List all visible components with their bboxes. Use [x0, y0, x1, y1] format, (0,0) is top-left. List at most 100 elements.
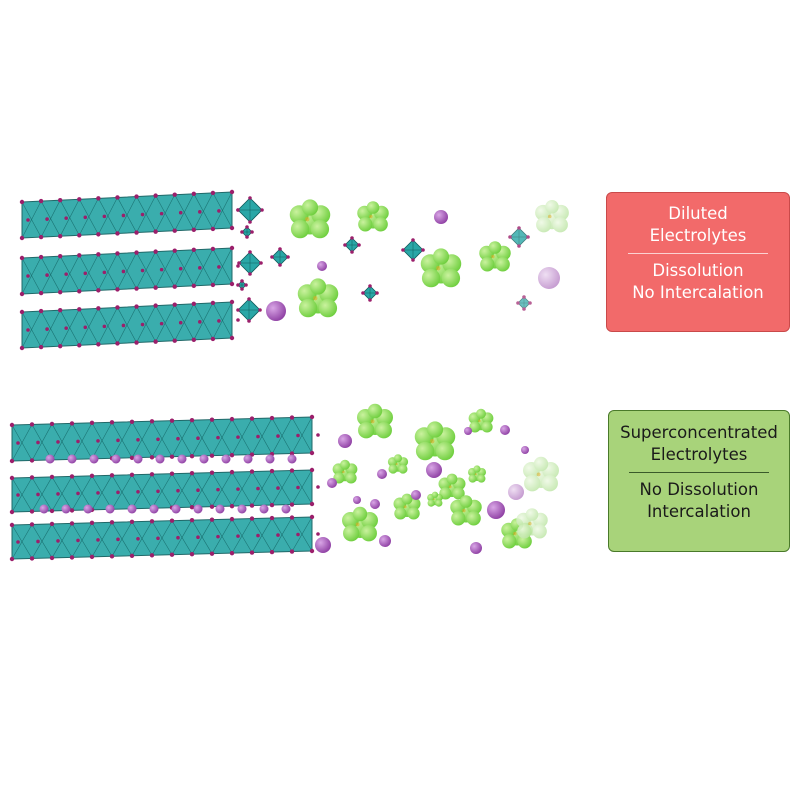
- vertex-atom: [209, 417, 215, 422]
- vertex-atom: [77, 307, 82, 312]
- vertex-atom: [316, 532, 320, 536]
- vertex-atom: [115, 195, 120, 200]
- anion-lobe: [343, 525, 360, 542]
- octahedron-edge: [117, 196, 137, 234]
- vertex-atom: [76, 491, 80, 496]
- vertex-atom: [140, 212, 145, 217]
- vertex-atom: [210, 336, 216, 342]
- vertex-atom: [149, 553, 155, 558]
- anion-lobe: [388, 464, 398, 474]
- vertex-atom: [116, 490, 120, 495]
- layer-slab: [9, 414, 320, 464]
- vertex-atom: [240, 230, 244, 234]
- vertex-atom: [236, 264, 240, 268]
- anion-lobe: [495, 257, 510, 272]
- cation-sphere: [411, 490, 421, 500]
- cation-sphere: [127, 504, 137, 514]
- octahedron-edge: [211, 418, 233, 456]
- anion-lobe: [393, 454, 403, 463]
- vertex-atom: [64, 272, 68, 276]
- vertex-atom: [169, 552, 175, 557]
- vertex-atom: [69, 508, 75, 513]
- anion-core: [370, 419, 375, 424]
- vertex-atom: [229, 299, 235, 305]
- anion-lobe: [301, 199, 319, 216]
- vertex-atom: [289, 468, 295, 473]
- vertex-atom: [508, 235, 512, 239]
- vertex-atom: [56, 492, 60, 496]
- anion-cluster: [357, 403, 393, 439]
- vertex-atom: [140, 322, 145, 327]
- octahedron-edge: [174, 249, 195, 287]
- anion-lobe: [394, 507, 407, 520]
- octahedron-fragment: [361, 284, 379, 302]
- vertex-atom: [191, 227, 197, 233]
- super-title-line2: Electrolytes: [650, 445, 748, 464]
- vertex-atom: [343, 243, 347, 247]
- octahedron-edge: [291, 516, 313, 552]
- vertex-atom: [96, 342, 101, 347]
- diluted-result-line1: Dissolution: [652, 261, 744, 280]
- super-divider: [629, 472, 769, 473]
- vertex-atom: [269, 468, 275, 474]
- octahedron-edge: [136, 251, 156, 289]
- cation-sphere: [193, 504, 203, 514]
- vertex-atom: [134, 286, 139, 291]
- cation-sphere: [353, 496, 361, 504]
- cation-sphere: [89, 454, 99, 464]
- cation-sphere: [338, 434, 352, 448]
- vertex-atom: [129, 519, 135, 524]
- anion-core: [436, 266, 441, 271]
- vertex-atom: [260, 208, 264, 212]
- vertex-atom: [29, 556, 35, 561]
- anion-cluster: [342, 506, 378, 542]
- anion-core: [430, 439, 435, 444]
- vertex-atom: [89, 473, 95, 479]
- vertex-atom: [289, 415, 295, 420]
- vertex-atom: [109, 420, 115, 425]
- anion-core: [491, 254, 495, 259]
- vertex-atom: [289, 515, 295, 520]
- anion-lobe: [477, 474, 486, 483]
- vertex-atom: [375, 291, 379, 295]
- octahedron-edge: [193, 192, 214, 230]
- octahedron-edge: [191, 419, 213, 457]
- anion-core: [474, 473, 477, 476]
- vertex-atom: [153, 249, 158, 254]
- anion-cluster: [289, 199, 331, 239]
- anion-lobe: [298, 298, 318, 318]
- octahedron-edge: [11, 524, 33, 560]
- vertex-atom: [109, 473, 115, 478]
- anion-cluster: [414, 421, 456, 461]
- vertex-atom: [57, 289, 63, 295]
- vertex-atom: [229, 281, 235, 287]
- octahedron-edge: [117, 306, 137, 344]
- vertex-atom: [528, 301, 532, 305]
- vertex-atom: [45, 273, 49, 277]
- vertex-atom: [49, 421, 55, 427]
- octahedron-fragment: [508, 226, 530, 248]
- vertex-atom: [350, 236, 354, 240]
- vertex-atom: [89, 520, 95, 526]
- octahedron-fragment: [236, 297, 262, 323]
- vertex-atom: [69, 521, 75, 526]
- vertex-atom: [136, 537, 140, 541]
- octahedron-edge: [98, 253, 118, 291]
- vertex-atom: [198, 210, 202, 214]
- vertex-atom: [77, 197, 82, 202]
- cation-sphere: [315, 537, 331, 553]
- vertex-atom: [229, 503, 235, 509]
- vertex-atom: [16, 493, 20, 497]
- vertex-atom: [296, 532, 300, 537]
- octahedron-edge: [117, 252, 137, 290]
- vertex-atom: [189, 552, 195, 557]
- vertex-atom: [172, 284, 177, 289]
- anion-lobe: [541, 475, 558, 492]
- anion-cluster: [420, 248, 462, 288]
- vertex-atom: [276, 434, 280, 438]
- vertex-atom: [250, 230, 254, 234]
- vertex-atom: [269, 502, 275, 508]
- vertex-atom: [49, 508, 55, 514]
- octahedron-edge: [271, 417, 293, 455]
- vertex-atom: [115, 231, 120, 236]
